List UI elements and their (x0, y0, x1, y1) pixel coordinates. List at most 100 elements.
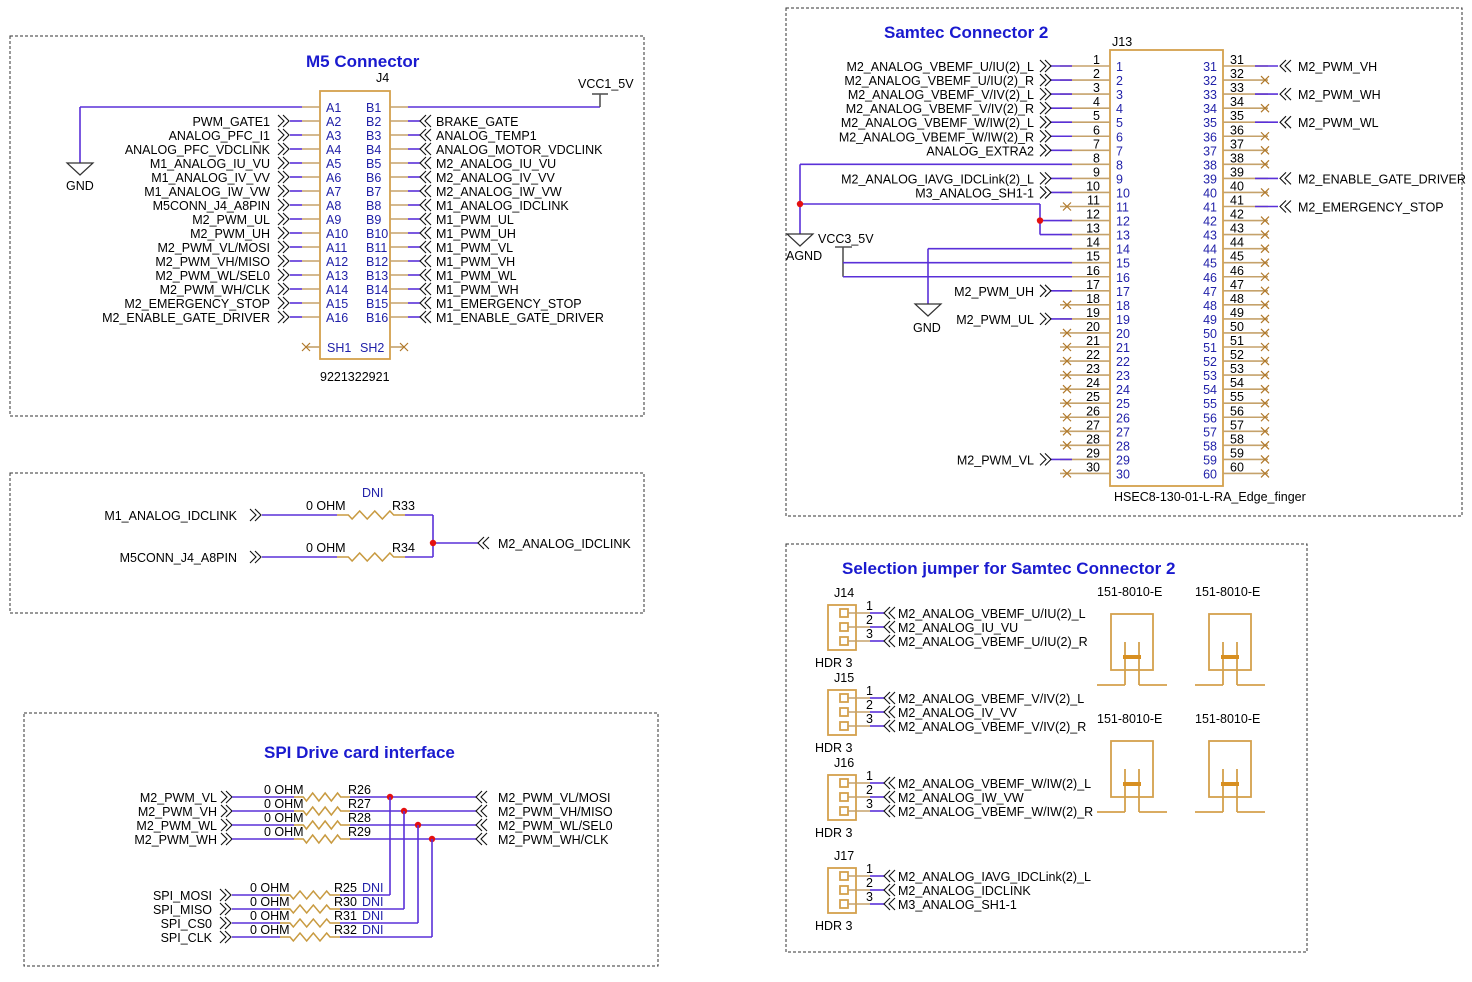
pin-number-b15: B15 (366, 297, 388, 311)
net-label-right: M2_ANALOG_VBEMF_V/IV(2)_L (898, 692, 1084, 706)
pin-name: 10 (1086, 179, 1100, 193)
pin-number-43: 43 (1203, 229, 1217, 243)
port-arrow-icon (219, 916, 232, 930)
pin-name: 8 (1093, 151, 1100, 165)
no-connect-icon (1260, 103, 1270, 113)
vcc3-label: VCC3_5V (818, 232, 874, 246)
pin-number-b5: B5 (366, 157, 381, 171)
port-arrow-icon (475, 804, 488, 818)
resistor-value: 0 OHM (250, 909, 290, 923)
pin-number-24: 24 (1116, 383, 1130, 397)
net-label-right: M2_PWM_VL/MOSI (498, 791, 611, 805)
net-label-right: M1_PWM_WH (436, 283, 519, 297)
pin-number-36: 36 (1203, 130, 1217, 144)
samtec-refdes: J13 (1112, 35, 1132, 49)
no-connect-icon (1062, 342, 1072, 352)
no-connect-icon (1260, 230, 1270, 240)
net-label-left: M2_PWM_VL/MOSI (157, 241, 270, 255)
net-label-left: M2_ANALOG_VBEMF_V/IV(2)_L (848, 88, 1034, 102)
pin-name: 36 (1230, 123, 1244, 137)
net-label-right: M2_ANALOG_IU_VU (436, 157, 556, 171)
no-connect-icon (1062, 398, 1072, 408)
no-connect-icon (1260, 398, 1270, 408)
pin-number-a10: A10 (326, 227, 348, 241)
resistor-refdes: R26 (348, 783, 371, 797)
m5-connector-title: M5 Connector (306, 52, 420, 71)
no-connect-icon (1260, 412, 1270, 422)
net-label-right: M2_ANALOG_IAVG_IDCLink(2)_L (898, 870, 1091, 884)
pin-name: 53 (1230, 362, 1244, 376)
port-arrow-icon (419, 198, 432, 212)
port-arrow-icon (249, 508, 262, 522)
header-pin-pad (839, 778, 849, 788)
m5-connector-frame (9, 35, 645, 417)
resistor-refdes: R29 (348, 825, 371, 839)
pin-number-60: 60 (1203, 467, 1217, 481)
header-refdes: J15 (834, 671, 854, 685)
port-arrow-icon (277, 254, 290, 268)
no-connect-icon (301, 342, 311, 352)
ground-icon (785, 233, 815, 247)
shunt-body (1110, 740, 1154, 798)
pin-name: 58 (1230, 432, 1244, 446)
pin-number-b9: B9 (366, 213, 381, 227)
pin-name: 2 (866, 698, 873, 712)
pin-number-41: 41 (1203, 201, 1217, 215)
resistor-refdes: R28 (348, 811, 371, 825)
port-arrow-icon (1039, 87, 1052, 101)
port-arrow-icon (419, 142, 432, 156)
pin-number-6: 6 (1116, 130, 1123, 144)
port-arrow-icon (883, 804, 896, 818)
pin-number-54: 54 (1203, 383, 1217, 397)
pin-name: 39 (1230, 165, 1244, 179)
net-label-right: M2_PWM_VH/MISO (498, 805, 613, 819)
pin-number-38: 38 (1203, 158, 1217, 172)
port-arrow-icon (419, 170, 432, 184)
no-connect-icon (1260, 328, 1270, 338)
pin-number-30: 30 (1116, 467, 1130, 481)
net-label-right: M2_PWM_VH (1298, 60, 1377, 74)
net-label-right: M1_ANALOG_IDCLINK (436, 199, 569, 213)
pin-name: 3 (866, 627, 873, 641)
net-label-right: M2_ANALOG_IV_VV (898, 706, 1017, 720)
port-arrow-icon (277, 240, 290, 254)
port-arrow-icon (1039, 129, 1052, 143)
pin-number-22: 22 (1116, 355, 1130, 369)
pin-number-b4: B4 (366, 143, 381, 157)
pin-name: 48 (1230, 292, 1244, 306)
dni-label: DNI (362, 895, 384, 909)
pin-number-a9: A9 (326, 213, 341, 227)
pin-name: 43 (1230, 222, 1244, 236)
pin-name: 29 (1086, 446, 1100, 460)
pin-number-4: 4 (1116, 102, 1123, 116)
pin-name: 38 (1230, 151, 1244, 165)
pin-name: 56 (1230, 404, 1244, 418)
pin-number-b3: B3 (366, 129, 381, 143)
port-arrow-icon (419, 296, 432, 310)
net-label-right: M2_ANALOG_IDCLINK (898, 884, 1031, 898)
pin-name: 23 (1086, 362, 1100, 376)
header-refdes: J14 (834, 586, 854, 600)
net-label-left: M2_PWM_WH/CLK (160, 283, 271, 297)
no-connect-icon (1260, 188, 1270, 197)
port-arrow-icon (419, 128, 432, 142)
port-arrow-icon (883, 790, 896, 804)
pin-name: 42 (1230, 208, 1244, 222)
pin-name: 1 (866, 862, 873, 876)
pin-number-42: 42 (1203, 215, 1217, 229)
resistor-symbol (337, 509, 405, 521)
pin-number-3: 3 (1116, 88, 1123, 102)
pin-number-28: 28 (1116, 439, 1130, 453)
pin-number-44: 44 (1203, 243, 1217, 257)
port-arrow-icon (277, 170, 290, 184)
pin-name: 3 (866, 797, 873, 811)
pin-name: 4 (1093, 95, 1100, 109)
no-connect-icon (1062, 300, 1072, 310)
pin-name: 41 (1230, 194, 1244, 208)
port-arrow-icon (219, 888, 232, 902)
net-label: SPI_MOSI (153, 889, 212, 903)
net-label-right: M2_EMERGENCY_STOP (1298, 201, 1444, 215)
resistor-value: 0 OHM (250, 881, 290, 895)
resistor-value: 0 OHM (264, 811, 304, 825)
net-label-left: M2_PWM_UH (954, 285, 1034, 299)
